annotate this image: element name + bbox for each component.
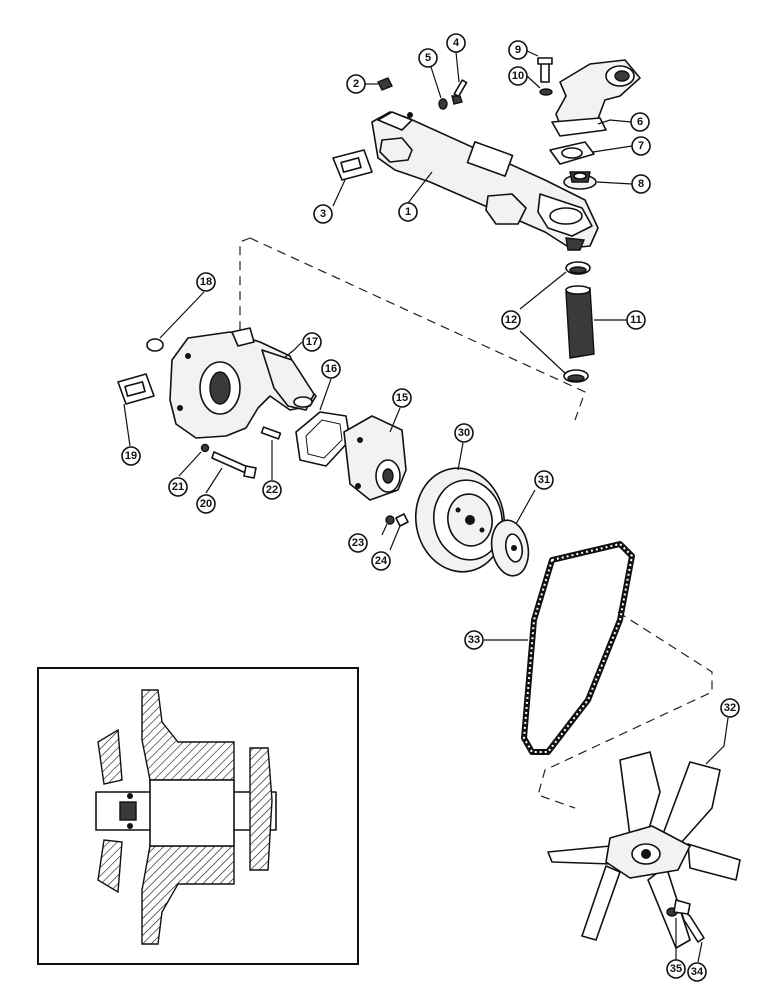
housing-washer [200, 443, 210, 453]
callout-1: 1 [398, 202, 418, 222]
fan-hub-spacer [490, 519, 530, 577]
water-outlet-manifold [371, 111, 599, 251]
callout-9: 9 [508, 40, 528, 60]
svg-text:2: 2 [353, 78, 359, 90]
pump-cutaway-inset [37, 667, 359, 965]
svg-text:30: 30 [458, 427, 470, 439]
lower-hose-clamp [563, 369, 589, 383]
svg-text:33: 33 [468, 634, 480, 646]
callout-12: 12 [501, 310, 521, 330]
svg-text:17: 17 [306, 336, 318, 348]
thermostat-gasket [549, 141, 595, 165]
svg-text:6: 6 [637, 116, 643, 128]
svg-text:24: 24 [375, 555, 388, 567]
svg-text:11: 11 [630, 314, 642, 326]
callout-6: 6 [630, 112, 650, 132]
water-pump-housing [169, 327, 317, 439]
svg-text:31: 31 [538, 474, 550, 486]
callout-7: 7 [631, 136, 651, 156]
pump-gasket [295, 411, 351, 467]
callout-24: 24 [371, 551, 391, 571]
lock-washer [438, 98, 448, 110]
callout-18: 18 [196, 272, 216, 292]
callout-10: 10 [508, 66, 528, 86]
svg-text:23: 23 [352, 537, 364, 549]
svg-text:9: 9 [515, 44, 521, 56]
svg-text:34: 34 [691, 966, 704, 978]
elbow-bolt [537, 57, 553, 83]
water-pump-pulley [414, 467, 506, 573]
callout-30: 30 [454, 423, 474, 443]
leader-lines [123, 50, 729, 963]
svg-text:35: 35 [670, 963, 682, 975]
callout-35: 35 [666, 959, 686, 979]
callout-32: 32 [720, 698, 740, 718]
svg-text:3: 3 [320, 208, 326, 220]
housing-stud [260, 426, 282, 440]
elbow-lock-washer [539, 88, 553, 96]
callout-33: 33 [464, 630, 484, 650]
callout-15: 15 [392, 388, 412, 408]
svg-text:32: 32 [724, 702, 736, 714]
manifold-bolt [451, 79, 468, 105]
water-pump-body [343, 415, 407, 501]
svg-text:20: 20 [200, 498, 212, 510]
thermostat-housing-elbow [551, 59, 641, 137]
svg-text:5: 5 [425, 52, 431, 64]
callout-3: 3 [313, 204, 333, 224]
callout-16: 16 [321, 359, 341, 379]
callout-20: 20 [196, 494, 216, 514]
pipe-plug [377, 77, 393, 91]
svg-text:16: 16 [325, 363, 337, 375]
callout-22: 22 [262, 480, 282, 500]
svg-text:22: 22 [266, 484, 278, 496]
assembly-path-belt-to-fan [537, 611, 713, 809]
manifold-gasket [332, 149, 373, 181]
callout-21: 21 [168, 477, 188, 497]
callout-8: 8 [631, 174, 651, 194]
housing-gasket [117, 373, 155, 405]
svg-text:18: 18 [200, 276, 212, 288]
callout-19: 19 [121, 446, 141, 466]
bypass-hose [565, 285, 595, 359]
svg-text:1: 1 [405, 206, 411, 218]
svg-text:10: 10 [512, 70, 524, 82]
callout-11: 11 [626, 310, 646, 330]
pump-washer [395, 513, 409, 527]
callout-23: 23 [348, 533, 368, 553]
svg-text:12: 12 [505, 314, 517, 326]
callout-2: 2 [346, 74, 366, 94]
housing-bolt [211, 451, 257, 479]
svg-text:21: 21 [172, 481, 184, 493]
fan-belt [521, 541, 635, 755]
callout-31: 31 [534, 470, 554, 490]
thermostat [563, 171, 597, 190]
svg-text:15: 15 [396, 392, 408, 404]
callout-5: 5 [418, 48, 438, 68]
svg-text:19: 19 [125, 450, 137, 462]
pump-nut [385, 515, 395, 525]
svg-text:8: 8 [638, 178, 644, 190]
core-plug [146, 338, 164, 352]
assembly-path-manifold-to-housing [239, 237, 586, 421]
callout-4: 4 [446, 33, 466, 53]
cooling-fan [547, 751, 741, 949]
svg-text:7: 7 [638, 140, 644, 152]
callout-34: 34 [687, 962, 707, 982]
svg-text:4: 4 [453, 37, 460, 49]
callout-17: 17 [302, 332, 322, 352]
upper-hose-clamp [565, 261, 591, 275]
fan-bolt [673, 899, 705, 943]
